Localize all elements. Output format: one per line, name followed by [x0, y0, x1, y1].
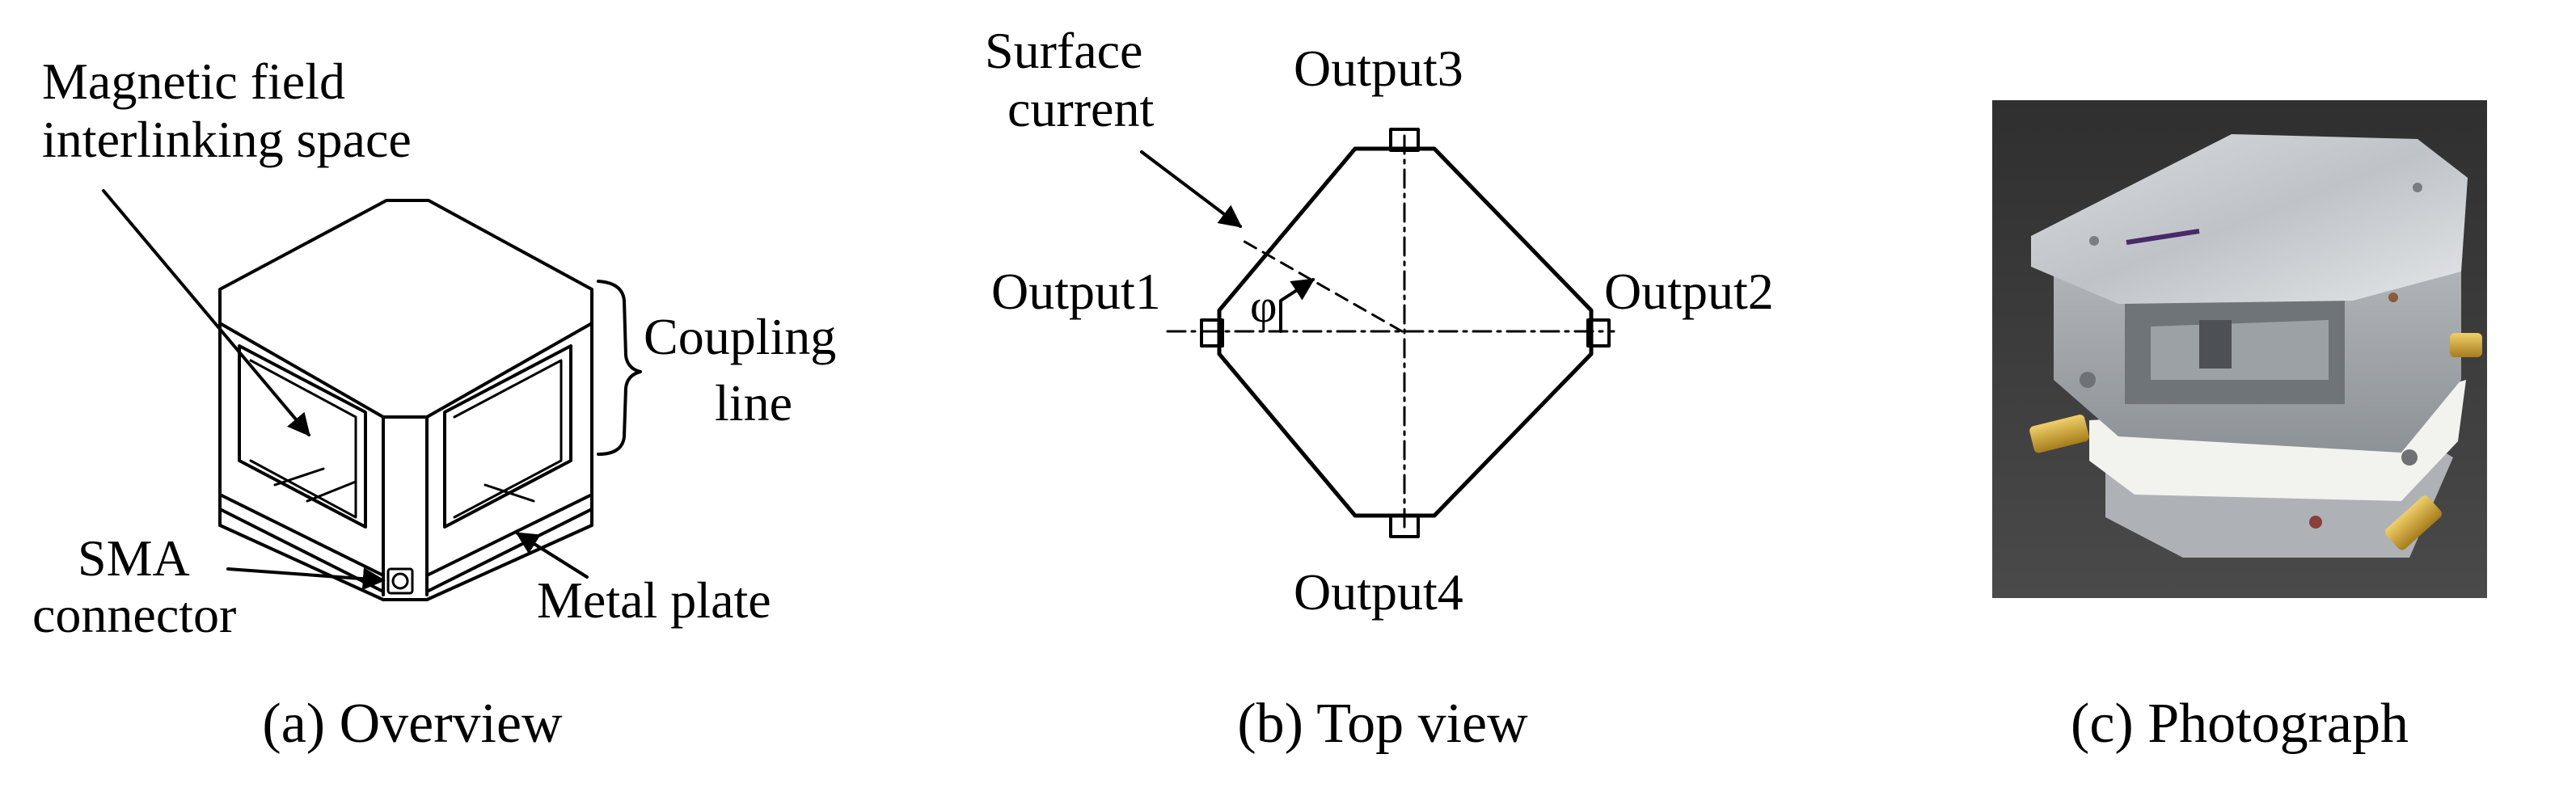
top-view-outline: [1217, 146, 1594, 518]
surface-current-label-line2: current: [1007, 80, 1154, 137]
phi-angle-arc-arrow: [1279, 278, 1315, 333]
top-view-caption: (b) Top view: [1237, 693, 1528, 755]
output2-label: Output2: [1604, 263, 1774, 320]
coupling-line-label-line2: line: [715, 374, 792, 432]
magnetic-field-label-line1: Magnetic field: [42, 53, 345, 110]
metal-plate-label: Metal plate: [537, 571, 771, 629]
output3-label: Output3: [1294, 40, 1463, 97]
surface-current-arrow: [1140, 150, 1243, 228]
panel-overview: Magnetic field interlinking space Coupli…: [32, 53, 836, 755]
phi-label: φ: [1250, 280, 1277, 332]
device-photograph: [1992, 100, 2487, 598]
sma-connector-label-line1: SMA: [78, 529, 190, 587]
port-output3: [1389, 128, 1420, 152]
sma-connector-arrow: [226, 567, 386, 591]
coupling-line-label-line1: Coupling: [644, 308, 836, 365]
port-output4: [1389, 514, 1420, 538]
overview-caption: (a) Overview: [262, 693, 563, 755]
surface-current-label-line1: Surface: [985, 22, 1142, 79]
surface-current-dashed-line: [1239, 238, 1404, 333]
magnetic-field-label-line2: interlinking space: [42, 111, 412, 168]
port-output2: [1586, 318, 1611, 348]
metal-plate-arrow: [515, 532, 589, 579]
sma-connector-label-line2: connector: [32, 586, 236, 643]
photograph-caption: (c) Photograph: [2071, 693, 2409, 755]
output4-label: Output4: [1294, 563, 1463, 621]
output1-label: Output1: [991, 263, 1161, 320]
coupling-line-brace: [597, 280, 642, 456]
port-output1: [1200, 318, 1224, 348]
resonator-cube-drawing: [218, 199, 593, 601]
magnetic-field-arrow: [102, 189, 310, 437]
panel-photograph: (c) Photograph: [1992, 100, 2487, 755]
panel-top-view: Surface current Output3 Output1 Output2 …: [985, 22, 1774, 755]
